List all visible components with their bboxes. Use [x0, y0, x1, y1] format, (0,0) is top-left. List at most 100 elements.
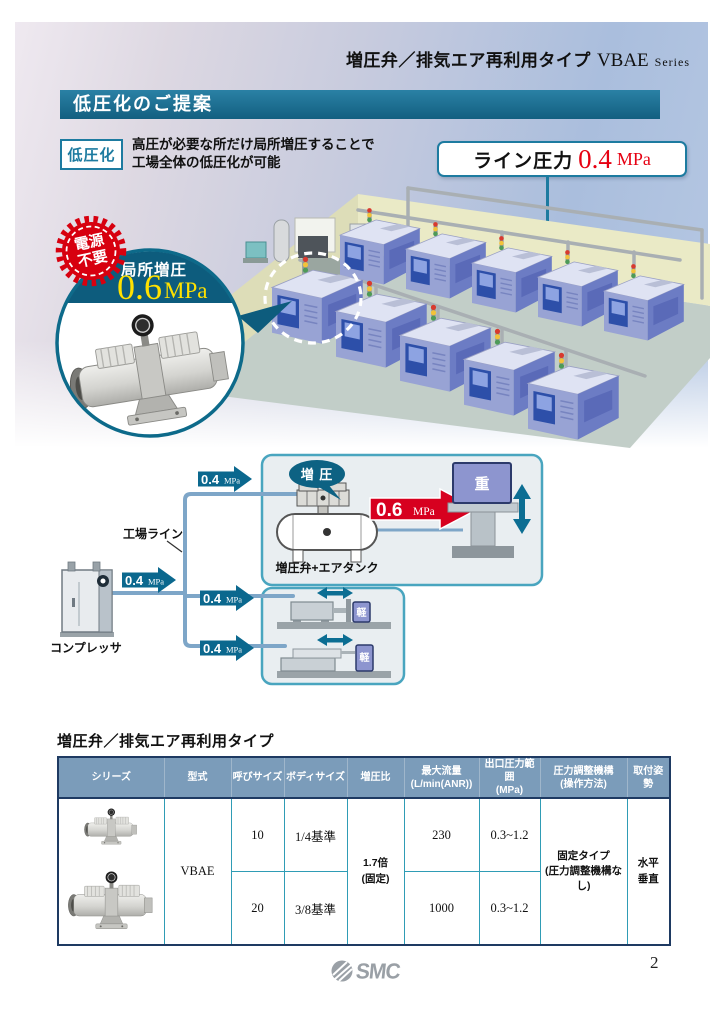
- table-header-row: シリーズ 型式 呼びサイズ ボディサイズ 増圧比 最大流量(L/min(ANR)…: [57, 757, 671, 799]
- line-arrow-3: 0.4 MPa: [200, 585, 254, 611]
- power-free-stamp-svg: 電源 不要: [55, 215, 127, 287]
- col-header-max-flow: 最大流量(L/min(ANR)): [403, 757, 480, 799]
- line-arrow-value: 0.4: [203, 591, 222, 606]
- stamp-line1: 電源: [73, 230, 106, 254]
- press-machine: 重: [447, 462, 519, 558]
- col-header-text: 増圧比: [360, 772, 391, 783]
- local-boost-value: 0.6: [117, 267, 162, 307]
- line-pressure-label: ライン圧力: [473, 150, 574, 172]
- stamp-line2: 不要: [76, 248, 109, 271]
- regulator-line1: 固定タイプ: [557, 849, 610, 862]
- boost-target-dashed-circle: [263, 251, 363, 345]
- product-image-large: [68, 870, 153, 929]
- horizontal-motion-arrow: [317, 587, 353, 599]
- line-arrow-2: 0.4 MPa: [122, 567, 176, 593]
- boost-bubble: 増 圧: [289, 460, 345, 500]
- col-header-boost-ratio: 増圧比: [346, 757, 405, 799]
- factory-line-label: 工場ライン: [123, 526, 183, 541]
- vertical-motion-arrow: [513, 484, 531, 534]
- compressor-drawing: [60, 561, 114, 637]
- cell-outlet-range: 0.3~1.2: [478, 871, 541, 946]
- boost-bubble-text: 増 圧: [301, 467, 334, 482]
- cell-regulator: 固定タイプ (圧力調整機構なし): [539, 797, 628, 946]
- stamp-spikes: [55, 215, 127, 287]
- proposal-line2: 工場全体の低圧化が可能: [132, 155, 281, 170]
- horizontal-motion-arrow: [317, 634, 353, 646]
- proposal-line1: 高圧が必要な所だけ局所増圧することで: [132, 137, 375, 152]
- line-arrow-unit: MPa: [226, 595, 242, 605]
- section-banner-title: 低圧化のご提案: [73, 94, 213, 114]
- line-arrow-unit: MPa: [224, 476, 240, 486]
- col-header-text: 型式: [187, 772, 208, 783]
- page-header-title: 増圧弁／排気エア再利用タイプ VBAE Series: [346, 46, 690, 72]
- local-boost-unit: MPa: [164, 278, 207, 303]
- line-arrow-value: 0.4: [125, 573, 144, 588]
- col-header-text: 出口圧力範囲: [484, 759, 535, 783]
- compressor-label: コンプレッサ: [50, 640, 122, 655]
- proposal-description: 高圧が必要な所だけ局所増圧することで 工場全体の低圧化が可能: [132, 136, 375, 172]
- cell-body-size: 3/8基準: [283, 871, 348, 946]
- light-load-row1: 軽: [277, 587, 391, 629]
- table-row: VBAE 10 1/4基準 1.7倍 (固定) 230 0.3~1.2 固定タイ…: [57, 797, 671, 946]
- boost-arrow-value: 0.6: [376, 500, 402, 521]
- cell-outlet-range: 0.3~1.2: [478, 797, 541, 872]
- table-row: 20 3/8基準 1000 0.3~1.2: [58, 871, 670, 946]
- header-title-text: 増圧弁／排気エア再利用タイプ: [345, 51, 591, 70]
- spec-table: シリーズ 型式 呼びサイズ ボディサイズ 増圧比 最大流量(L/min(ANR)…: [57, 756, 671, 946]
- cell-max-flow: 1000: [403, 871, 480, 946]
- schematic-diagram: 0.4 MPa 0.4 MPa 0.4 MPa 0.4 MPa: [50, 453, 544, 686]
- page-number: 2: [650, 953, 659, 972]
- col-header-series: シリーズ: [57, 757, 165, 799]
- line-arrow-unit: MPa: [226, 645, 242, 655]
- col-header-text: 取付姿勢: [633, 765, 664, 790]
- cell-boost-ratio: 1.7倍 (固定): [346, 797, 405, 946]
- cell-mounting: 水平 垂直: [626, 797, 671, 946]
- stamp-body: [62, 222, 120, 280]
- boost-arrow-unit: MPa: [413, 506, 435, 518]
- boost-ratio-line2: (固定): [361, 872, 390, 885]
- cell-max-flow: 230: [403, 797, 480, 872]
- col-header-mounting: 取付姿勢: [626, 757, 671, 799]
- local-boost-label: 局所増圧: [121, 260, 187, 279]
- cell-size: 20: [230, 871, 285, 946]
- col-header-regulator: 圧力調整機構(操作方法): [539, 757, 628, 799]
- col-header-text: シリーズ: [91, 772, 132, 783]
- boost-ratio-line1: 1.7倍: [362, 857, 389, 870]
- line-arrow-4: 0.4 MPa: [200, 635, 254, 661]
- col-header-text: 最大流量: [421, 765, 462, 777]
- air-tank-drawing: [276, 513, 378, 563]
- col-header-text: ボディサイズ: [286, 772, 345, 783]
- heavy-load-label: 重: [474, 475, 489, 493]
- series-product-images: [57, 797, 165, 946]
- col-header-model: 型式: [163, 757, 232, 799]
- mounting-line2: 垂直: [637, 872, 659, 885]
- smc-logo: SMC: [330, 959, 401, 983]
- stamp-inner-dashes: [65, 225, 117, 277]
- cell-size: 10: [230, 797, 285, 872]
- boost-arrow: 0.6 MPa: [369, 487, 480, 531]
- col-header-outlet-range: 出口圧力範囲(MPa): [478, 757, 541, 799]
- col-header-body-size: ボディサイズ: [283, 757, 348, 799]
- col-header-subtext: (操作方法): [560, 778, 607, 790]
- circle-pointer-triangle: [238, 301, 292, 333]
- col-header-subtext: (L/min(ANR)): [410, 778, 473, 790]
- section-banner: 低圧化のご提案: [60, 90, 660, 119]
- factory-line-pointer: [166, 540, 183, 553]
- product-image-small: [84, 807, 138, 844]
- header-series-name: VBAE: [596, 50, 649, 71]
- line-pressure-unit: MPa: [616, 149, 651, 169]
- cell-model: VBAE: [163, 797, 232, 946]
- smc-globe-icon: [331, 960, 353, 982]
- cell-body-size: 1/4基準: [283, 797, 348, 872]
- col-header-text: 圧力調整機構: [553, 765, 614, 777]
- col-header-text: 呼びサイズ: [232, 772, 283, 783]
- header-series-suffix: Series: [654, 55, 690, 69]
- line-pressure-callout: ライン圧力 0.4 MPa: [437, 141, 687, 177]
- power-free-stamp: 電源 不要: [53, 213, 129, 294]
- factory-illustration: [222, 186, 710, 448]
- line-arrow-unit: MPa: [148, 577, 164, 587]
- line-arrow-value: 0.4: [201, 472, 220, 487]
- regulator-line2: (圧力調整機構なし): [545, 864, 622, 893]
- low-pressure-tag: 低圧化: [60, 139, 123, 170]
